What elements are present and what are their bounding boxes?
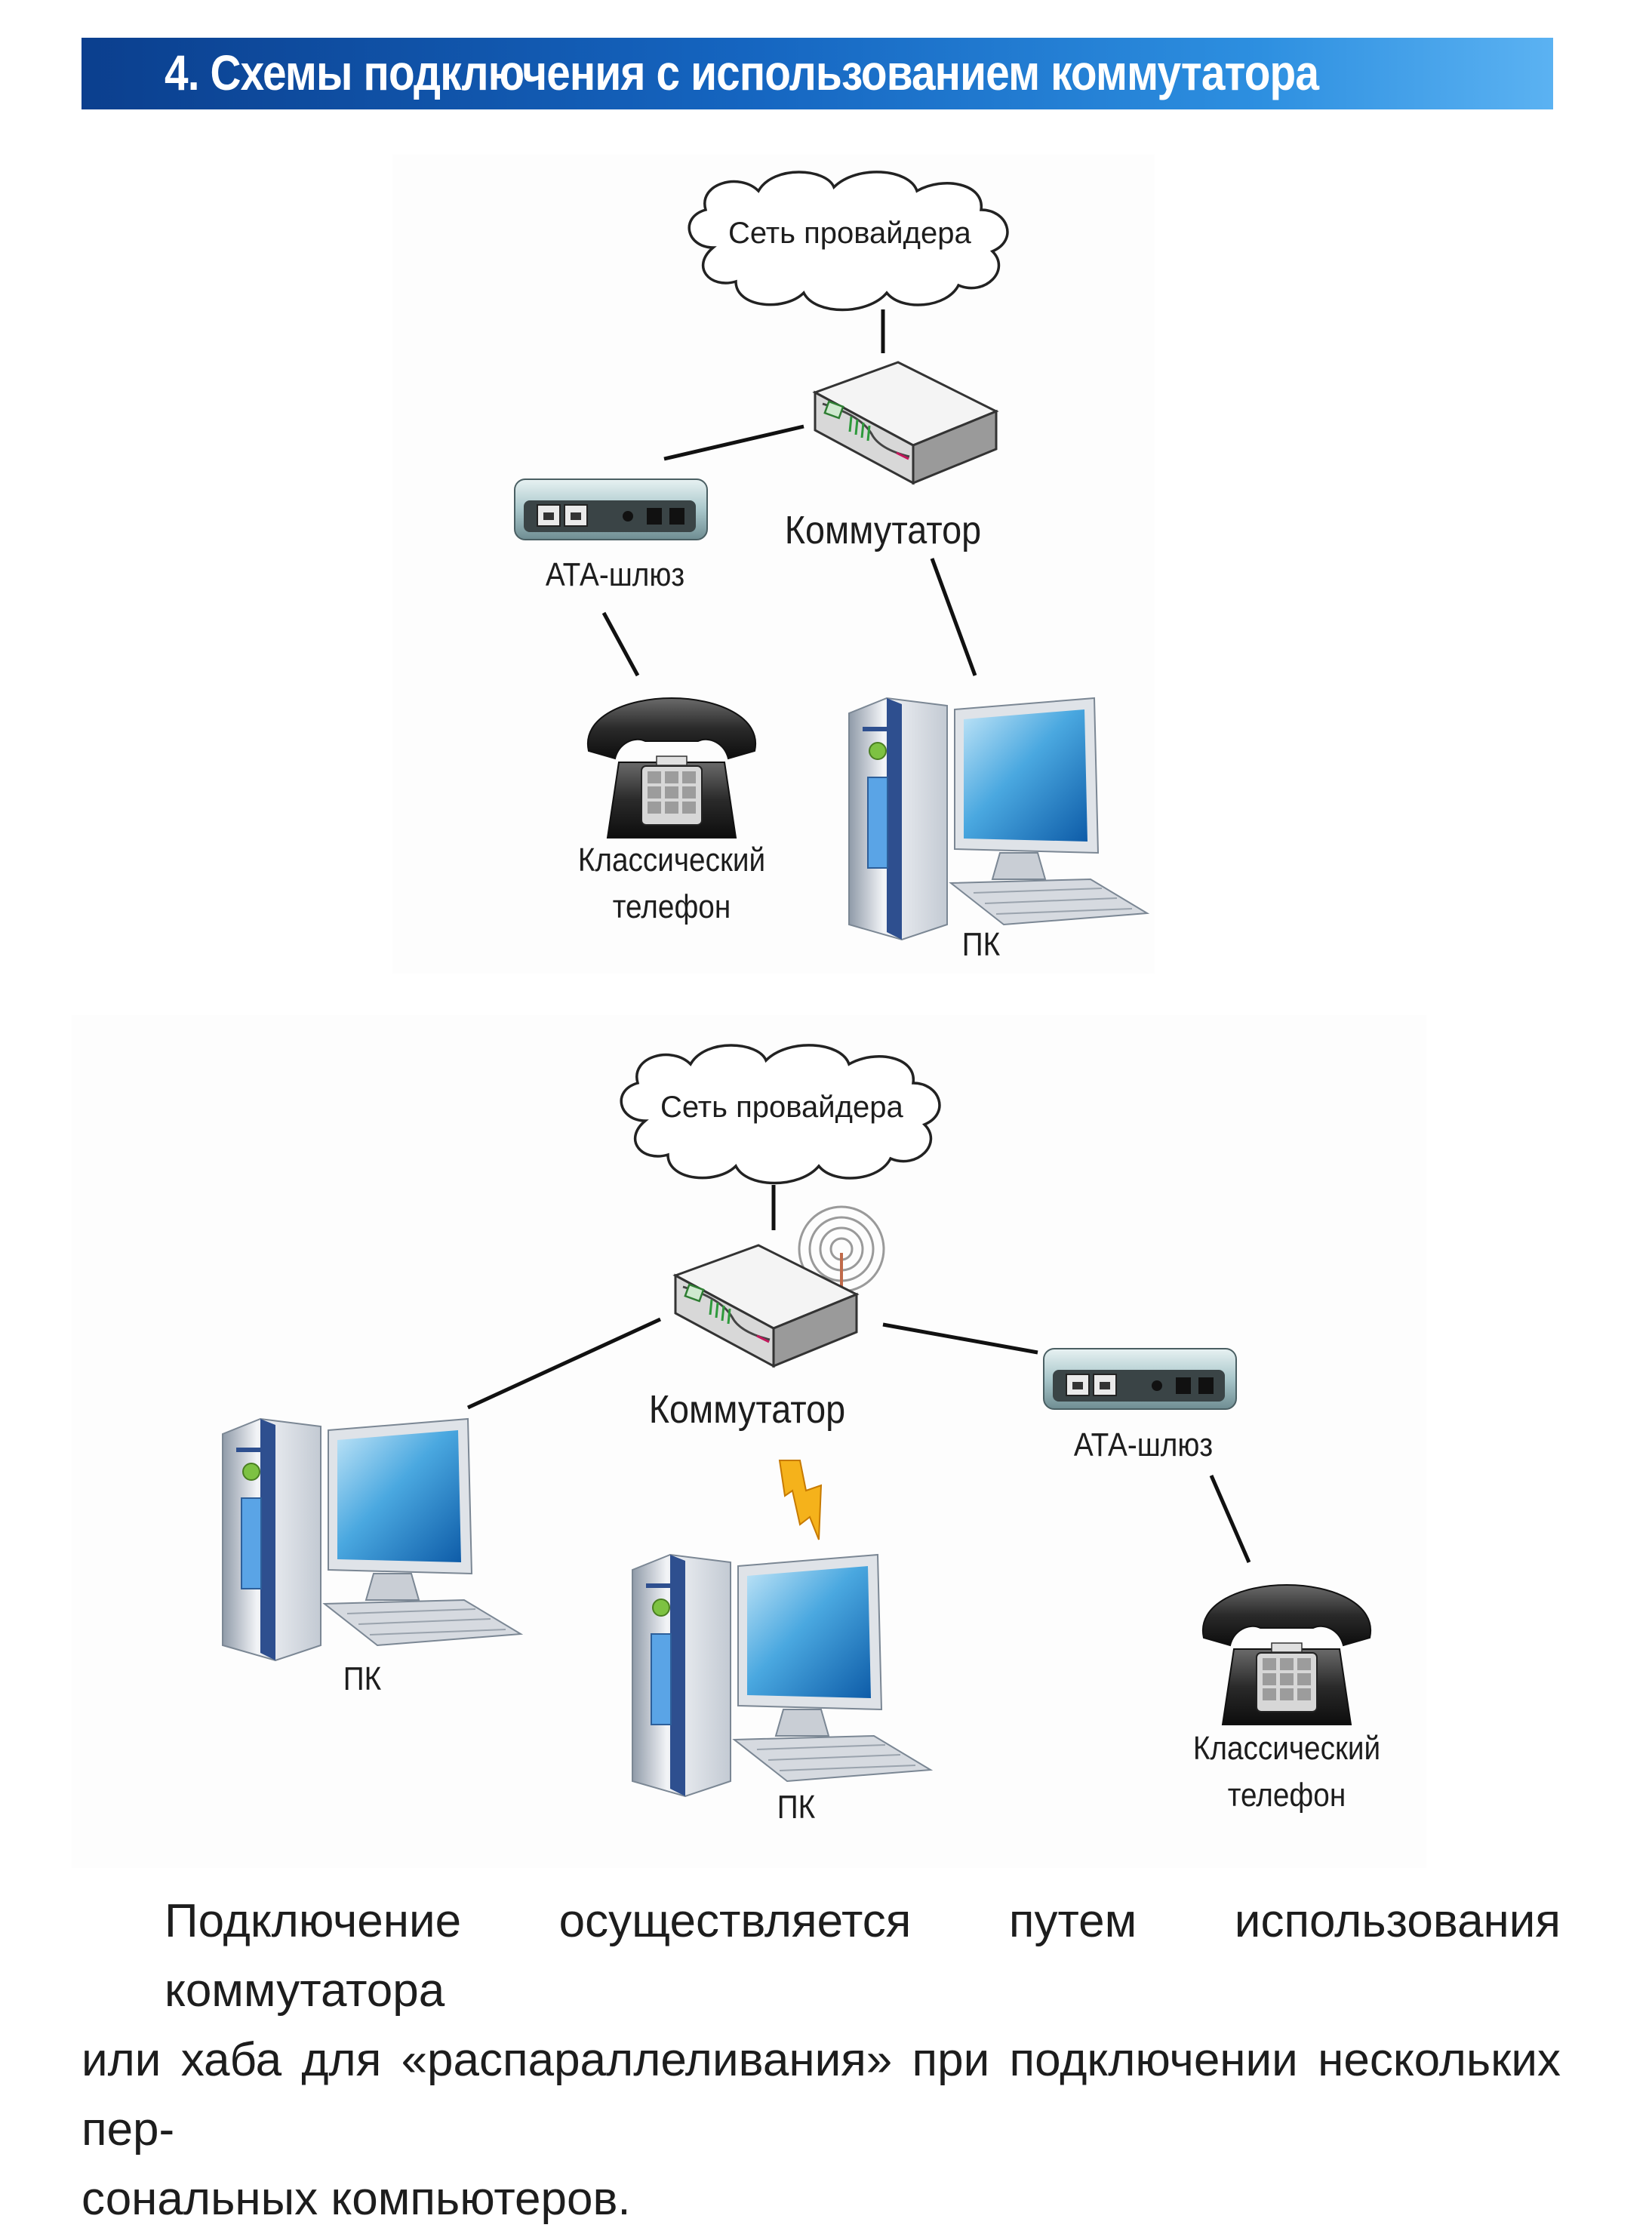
- ata-gateway-icon: [1043, 1348, 1237, 1410]
- pc-icon: [848, 697, 1148, 940]
- body-paragraph: Подключение осуществляется путем использ…: [82, 1887, 1561, 2234]
- phone-label-line1: Классический: [1192, 1730, 1381, 1767]
- ata-label: АТА-шлюз: [545, 556, 685, 593]
- phone-label-line2: телефон: [612, 888, 731, 925]
- cloud-label: Сеть провайдера: [728, 217, 971, 250]
- pc-label: ПК: [961, 926, 1001, 963]
- body-line: сональных компьютеров.: [82, 2173, 631, 2225]
- wireless-link-icon: [778, 1460, 823, 1540]
- connection-line: [466, 1185, 1251, 1563]
- classic-phone-icon: [1201, 1584, 1372, 1725]
- switch-icon: [814, 361, 998, 485]
- pc-label: ПК: [777, 1789, 816, 1826]
- switch-label: Коммутатор: [648, 1388, 846, 1432]
- classic-phone-icon: [586, 697, 757, 839]
- section-title: 4. Схемы подключения с использованием ко…: [165, 45, 1319, 100]
- body-line: Подключение осуществляется путем использ…: [165, 1895, 1561, 2017]
- diagram-1: [514, 171, 1148, 940]
- cloud-label: Сеть провайдера: [660, 1091, 903, 1124]
- ata-gateway-icon: [514, 478, 708, 540]
- pc-label: ПК: [343, 1660, 382, 1697]
- switch-icon: [674, 1244, 858, 1368]
- ata-label: АТА-шлюз: [1073, 1426, 1214, 1463]
- phone-label-line2: телефон: [1227, 1777, 1346, 1814]
- pc-icon: [632, 1554, 931, 1797]
- switch-label: Коммутатор: [784, 509, 982, 552]
- body-line: или хаба для «распараллеливания» при под…: [82, 2034, 1561, 2156]
- phone-label-line1: Классический: [577, 842, 766, 879]
- diagram-2: [222, 1044, 1372, 1797]
- section-header-bar: 4. Схемы подключения с использованием ко…: [82, 38, 1553, 109]
- network-diagrams: [222, 171, 1372, 1797]
- connection-line: [601, 309, 977, 677]
- pc-icon: [222, 1418, 521, 1661]
